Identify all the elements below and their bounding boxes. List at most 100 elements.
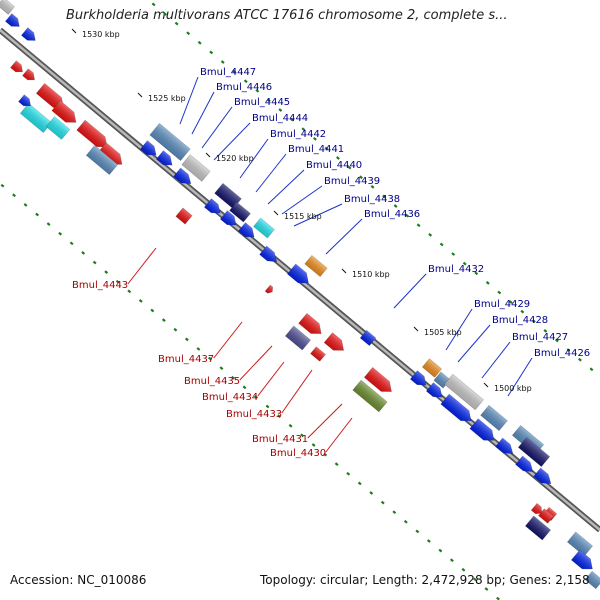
guide-dot xyxy=(497,290,502,295)
gene-feature-10-sheen xyxy=(20,103,52,133)
reverse-leader-line xyxy=(257,361,285,397)
gene-feature-25 xyxy=(259,245,278,263)
kbp-tick-label: 1530 kbp xyxy=(82,30,120,39)
forward-leader-line xyxy=(281,185,323,215)
guide-dot xyxy=(300,433,305,438)
guide-dot xyxy=(485,281,490,285)
reverse-gene-label: Bmul_4437 xyxy=(158,354,214,365)
forward-leader-line xyxy=(507,357,533,397)
gene-feature-5 xyxy=(22,68,35,81)
forward-leader-line xyxy=(255,153,287,193)
gene-feature-13 xyxy=(18,94,31,107)
guide-dot xyxy=(92,260,97,265)
gene-feature-46 xyxy=(517,436,551,468)
gene-feature-10 xyxy=(19,102,53,134)
forward-leader-line xyxy=(445,308,473,351)
gene-feature-43 xyxy=(480,404,508,432)
gene-feature-15 xyxy=(181,154,211,182)
gene-feature-2 xyxy=(4,13,20,27)
gene-feature-41-sheen xyxy=(444,374,484,410)
guide-dot xyxy=(312,136,317,141)
guide-dot xyxy=(184,337,189,342)
forward-gene-label: Bmul_4439 xyxy=(324,176,380,187)
guide-dot xyxy=(428,232,433,237)
kbp-tick-label: 1505 kbp xyxy=(424,328,462,337)
guide-dot xyxy=(115,279,120,284)
guide-dot xyxy=(35,212,40,217)
gene-feature-43-sheen xyxy=(480,405,508,431)
guide-dot xyxy=(12,193,16,198)
gene-feature-55-sheen xyxy=(571,549,593,570)
reverse-leader-line xyxy=(307,403,343,439)
guide-dot xyxy=(173,327,178,332)
kbp-tick-mark xyxy=(137,92,143,98)
guide-dot xyxy=(346,471,351,476)
forward-gene-label: Bmul_4428 xyxy=(492,315,548,326)
guide-dot xyxy=(220,60,225,64)
gene-feature-52 xyxy=(524,515,552,541)
gene-feature-17 xyxy=(155,150,173,166)
guide-dot xyxy=(163,12,168,16)
guide-dot xyxy=(449,558,454,563)
forward-gene-label: Bmul_4426 xyxy=(534,348,590,359)
guide-dot xyxy=(496,596,500,600)
gene-feature-53-sheen xyxy=(538,508,554,524)
gene-labels: Bmul_4447Bmul_4446Bmul_4445Bmul_4444Bmul… xyxy=(72,67,590,459)
guide-dot xyxy=(566,348,571,352)
gene-feature-4-sheen xyxy=(10,60,23,72)
reverse-leader-line xyxy=(239,345,273,381)
guide-dot xyxy=(266,98,271,103)
guide-dot xyxy=(382,194,386,199)
guide-dot xyxy=(405,213,410,218)
gene-feature-47 xyxy=(495,437,514,455)
guide-dot xyxy=(508,300,513,304)
guide-dot xyxy=(301,127,306,132)
kbp-tick-mark xyxy=(71,28,77,34)
gene-feature-22 xyxy=(219,210,237,226)
forward-gene-label: Bmul_4438 xyxy=(344,194,400,205)
forward-gene-label: Bmul_4427 xyxy=(512,332,568,343)
map-title: Burkholderia multivorans ATCC 17616 chro… xyxy=(66,8,508,23)
gene-feature-28 xyxy=(286,263,309,284)
gene-feature-11 xyxy=(45,116,71,140)
gene-feature-14 xyxy=(149,123,191,161)
gene-feature-14-sheen xyxy=(149,123,191,161)
forward-gene-label: Bmul_4429 xyxy=(474,299,530,310)
guide-dot xyxy=(531,319,536,324)
gene-feature-25-sheen xyxy=(259,246,277,262)
guide-dot xyxy=(289,117,294,122)
gene-feature-34 xyxy=(359,329,377,347)
forward-gene-label: Bmul_4432 xyxy=(428,264,484,275)
kbp-tick-label: 1520 kbp xyxy=(216,154,254,163)
guide-dot xyxy=(392,510,397,515)
guide-dot xyxy=(186,31,191,36)
gene-feature-27-sheen xyxy=(304,255,328,277)
guide-dot xyxy=(370,184,375,189)
forward-gene-label: Bmul_4447 xyxy=(200,67,256,78)
guide-dot xyxy=(347,165,352,170)
guide-dot xyxy=(278,108,283,112)
genome-summary-text: Topology: circular; Length: 2,472,928 bp… xyxy=(260,573,590,587)
gene-feature-29 xyxy=(264,284,274,294)
gene-feature-40-sheen xyxy=(426,382,443,398)
accession-text: Accession: NC_010086 xyxy=(10,573,147,587)
gene-feature-48-sheen xyxy=(515,456,533,472)
gene-feature-23 xyxy=(237,222,255,238)
guide-dot xyxy=(336,156,340,160)
gene-feature-34-sheen xyxy=(360,330,376,346)
gene-feature-39 xyxy=(409,370,427,386)
reverse-leader-line xyxy=(281,369,313,414)
gene-feature-4 xyxy=(10,60,23,73)
gene-feature-31-sheen xyxy=(324,332,344,351)
gene-feature-40 xyxy=(425,382,443,398)
guide-dot xyxy=(426,539,431,543)
gene-feature-37 xyxy=(421,358,443,378)
guide-dot xyxy=(474,271,479,276)
guide-dot xyxy=(243,79,248,84)
gene-feature-36 xyxy=(352,379,388,413)
guide-dot xyxy=(520,309,525,314)
guide-dot xyxy=(161,318,166,323)
guide-dot xyxy=(415,529,420,534)
gene-feature-44-sheen xyxy=(469,418,494,441)
